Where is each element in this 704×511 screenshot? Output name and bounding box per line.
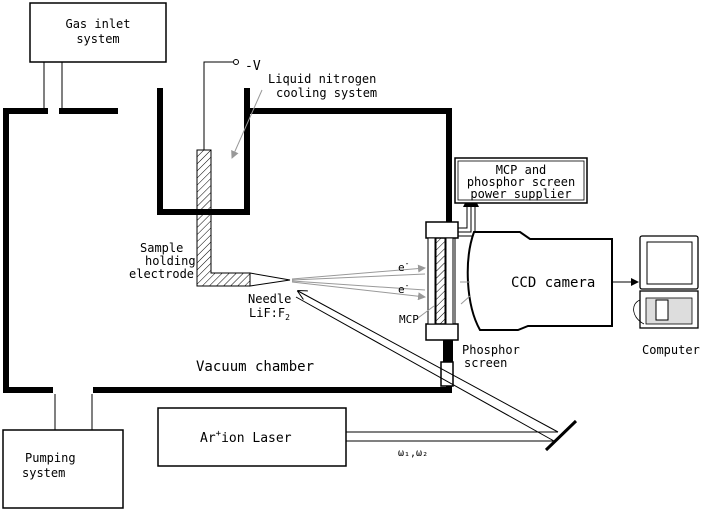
gas-inlet-label-line1: Gas inlet <box>65 17 130 31</box>
laser-beam: ω₁,ω₂ <box>295 291 578 459</box>
sample-label-line2: holding <box>145 254 196 268</box>
liquid-nitrogen-label: Liquid nitrogen cooling system <box>231 72 377 159</box>
mcp-power-line1: MCP and <box>496 163 547 177</box>
mcp-power-supplier-box: MCP and phosphor screen power supplier <box>454 157 588 204</box>
ccd-camera-label: CCD camera <box>511 275 595 291</box>
electron-label-2: e- <box>398 281 409 296</box>
mcp-power-line3: power supplier <box>470 187 571 201</box>
mcp-power-wires <box>458 199 479 237</box>
vacuum-chamber-label: Vacuum chamber <box>196 359 314 375</box>
phosphor-line2: screen <box>464 356 507 370</box>
voltage-wire: -V <box>203 59 261 150</box>
phosphor-line1: Phosphor <box>462 343 520 357</box>
lif-label: LiF:F2 <box>249 306 290 322</box>
liquid-nitrogen-line1: Liquid nitrogen <box>268 72 376 86</box>
mcp-power-line2: phosphor screen <box>467 175 575 189</box>
pumping-label-line2: system <box>22 466 65 480</box>
computer-label: Computer <box>642 343 700 357</box>
computer-icon: Computer <box>633 235 700 357</box>
needle-label: Needle <box>248 292 291 306</box>
gas-inlet-box: Gas inlet system <box>29 2 167 63</box>
mirror <box>544 419 578 452</box>
pumping-tube <box>54 394 93 430</box>
sample-electrode-label: Sample holding electrode <box>129 241 196 281</box>
omega-label: ω₁,ω₂ <box>398 448 428 459</box>
sample-holding-electrode <box>196 149 251 287</box>
pumping-label-line1: Pumping <box>25 451 76 465</box>
mcp-label: MCP <box>399 313 419 326</box>
liquid-nitrogen-line2: cooling system <box>276 86 377 100</box>
laser-box: Ar+ion Laser <box>157 407 347 467</box>
laser-label: Ar+ion Laser <box>200 429 292 446</box>
voltage-label: -V <box>245 59 261 74</box>
electron-label-1: e- <box>398 259 409 274</box>
electron-beams: e- e- <box>291 259 426 301</box>
ccd-camera: CCD camera <box>460 231 639 331</box>
phosphor-screen-label: Phosphor screen <box>462 343 520 370</box>
sample-label-line1: Sample <box>140 241 183 255</box>
gas-inlet-tube <box>43 62 63 108</box>
pumping-system-box: Pumping system <box>2 429 124 509</box>
needle-tip <box>249 272 291 287</box>
sample-label-line3: electrode <box>129 267 194 281</box>
gas-inlet-label-line2: system <box>76 32 119 46</box>
mcp-assembly: MCP <box>399 221 459 387</box>
